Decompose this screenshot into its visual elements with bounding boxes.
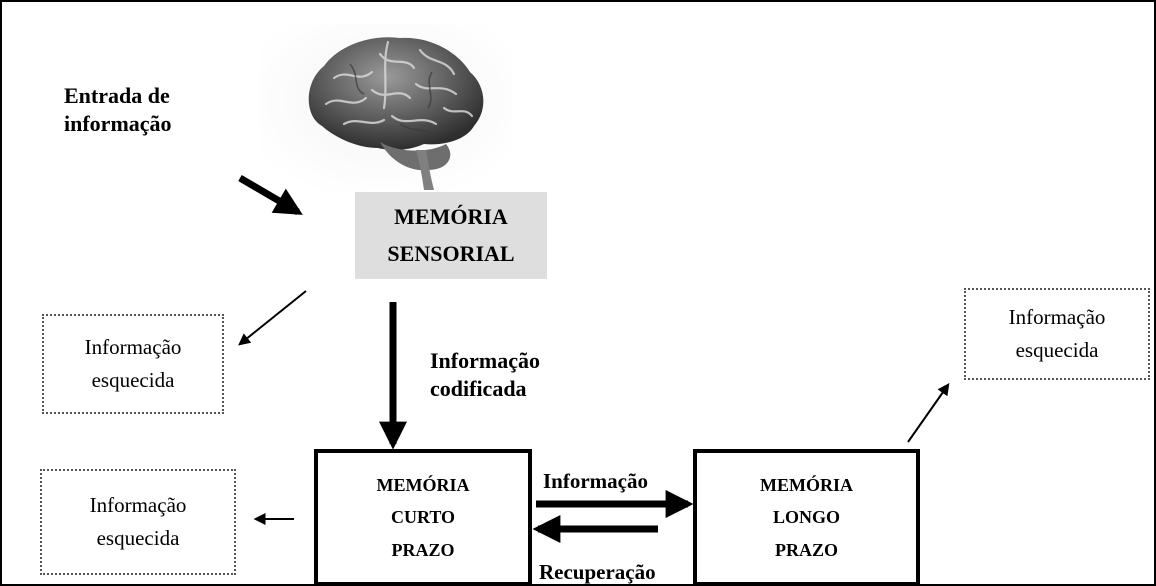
long-term-memory-box: MEMÓRIA LONGO PRAZO (693, 449, 920, 584)
retrieval-label: Recuperação (539, 560, 656, 584)
short-term-memory-box: MEMÓRIA CURTO PRAZO (314, 449, 532, 584)
forgotten-info-box-long-term: Informação esquecida (964, 288, 1150, 380)
input-arrow (238, 174, 303, 216)
sensory-forget-arrow (238, 290, 307, 346)
forgotten-info-box-short-term: Informação esquecida (40, 469, 236, 575)
information-input-label: Entrada de informação (64, 83, 172, 136)
forgotten-info-box-sensory: Informação esquecida (42, 314, 224, 414)
sensory-memory-box: MEMÓRIA SENSORIAL (355, 192, 547, 279)
long-term-forget-arrow (907, 383, 950, 443)
transfer-information-label: Informação (543, 469, 648, 493)
brain-icon (260, 24, 512, 194)
encoded-information-label: Informação codificada (430, 348, 540, 401)
